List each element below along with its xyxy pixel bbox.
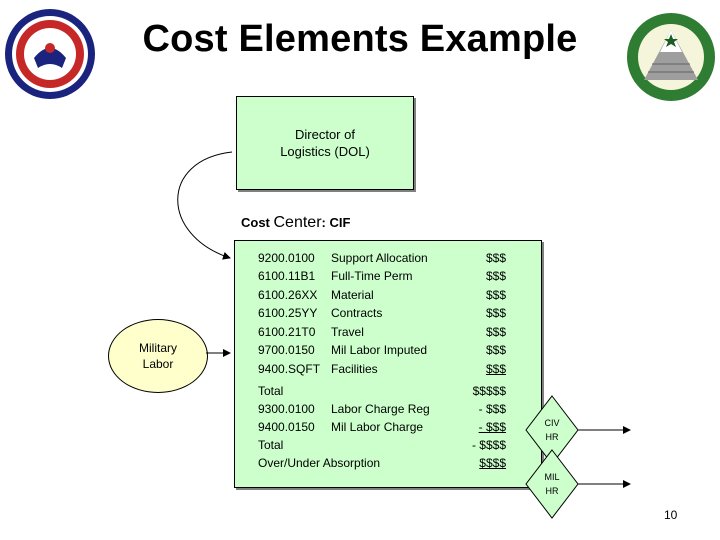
cost-row-code: 6100.25YY bbox=[258, 306, 318, 320]
cost-row-amount: $$$ bbox=[485, 251, 506, 265]
summary-row-amount: - $$$ bbox=[478, 420, 506, 434]
civ-hr-label: CIV HR bbox=[532, 416, 572, 444]
page-title: Cost Elements Example bbox=[142, 18, 578, 60]
cost-row-code: 6100.21T0 bbox=[258, 325, 316, 339]
director-line-2: Logistics (DOL) bbox=[280, 144, 370, 159]
summary-row-description: Labor Charge Reg bbox=[331, 402, 430, 416]
director-line-1: Director of bbox=[295, 127, 355, 142]
summary-row-code: Over/Under Absorption bbox=[258, 456, 381, 470]
director-to-cif-arrow bbox=[177, 151, 233, 260]
director-of-logistics-box: Director of Logistics (DOL) bbox=[236, 96, 414, 190]
cost-row-description: Support Allocation bbox=[331, 251, 428, 265]
cost-row-code: 6100.26XX bbox=[258, 288, 318, 302]
cost-row-code: 9400.SQFT bbox=[258, 362, 321, 376]
cost-row-code: 9700.0150 bbox=[258, 343, 315, 357]
civ-hr-line-1: CIV bbox=[544, 418, 560, 428]
military-labor-line-1: Military bbox=[139, 341, 177, 355]
summary-row-amount: $$$$ bbox=[479, 456, 506, 470]
cost-row-description: Travel bbox=[331, 325, 364, 339]
cost-row-amount: $$$ bbox=[485, 325, 506, 339]
cost-center-prefix: Cost bbox=[241, 215, 274, 230]
cost-center-suffix: : CIF bbox=[321, 215, 351, 230]
cost-row-code: 6100.11B1 bbox=[258, 269, 316, 283]
summary-row-amount: $$$$$ bbox=[472, 384, 506, 398]
cost-row-amount: $$$ bbox=[485, 343, 506, 357]
cost-row-amount: $$$ bbox=[485, 288, 506, 302]
summary-row-amount: - $$$$ bbox=[471, 438, 506, 452]
cost-center-word: Center bbox=[273, 214, 322, 231]
cost-row-amount: $$$ bbox=[485, 306, 506, 320]
mil-hr-line-2: HR bbox=[545, 486, 559, 496]
military-labor-oval: Military Labor bbox=[108, 319, 208, 393]
cost-row-description: Contracts bbox=[331, 306, 383, 320]
cost-row-description: Material bbox=[331, 288, 374, 302]
cost-row-amount: $$$ bbox=[485, 269, 506, 283]
summary-row-code: 9300.0100 bbox=[258, 402, 315, 416]
summary-row-code: 9400.0150 bbox=[258, 420, 315, 434]
army-seal-logo bbox=[626, 12, 716, 102]
mil-hr-line-1: MIL bbox=[544, 472, 560, 482]
cost-row-amount: $$$ bbox=[485, 362, 506, 376]
cost-center-label: Cost Center: CIF bbox=[241, 214, 350, 232]
cost-row-code: 9200.0100 bbox=[258, 251, 315, 265]
asa-seal-logo bbox=[4, 8, 96, 100]
page-number: 10 bbox=[664, 508, 678, 522]
summary-row-code: Total bbox=[258, 384, 284, 398]
cost-row-description: Mil Labor Imputed bbox=[331, 343, 428, 357]
summary-row-description: Mil Labor Charge bbox=[331, 420, 424, 434]
civ-hr-line-2: HR bbox=[545, 432, 559, 442]
summary-row-code: Total bbox=[258, 438, 284, 452]
military-labor-line-2: Labor bbox=[142, 357, 174, 371]
summary-row-amount: - $$$ bbox=[478, 402, 506, 416]
mil-hr-label: MIL HR bbox=[532, 470, 572, 498]
mil-hr-diamond bbox=[525, 449, 579, 519]
cost-row-description: Full-Time Perm bbox=[331, 269, 413, 283]
cost-center-cif-box bbox=[234, 240, 542, 488]
cost-row-description: Facilities bbox=[331, 362, 378, 376]
